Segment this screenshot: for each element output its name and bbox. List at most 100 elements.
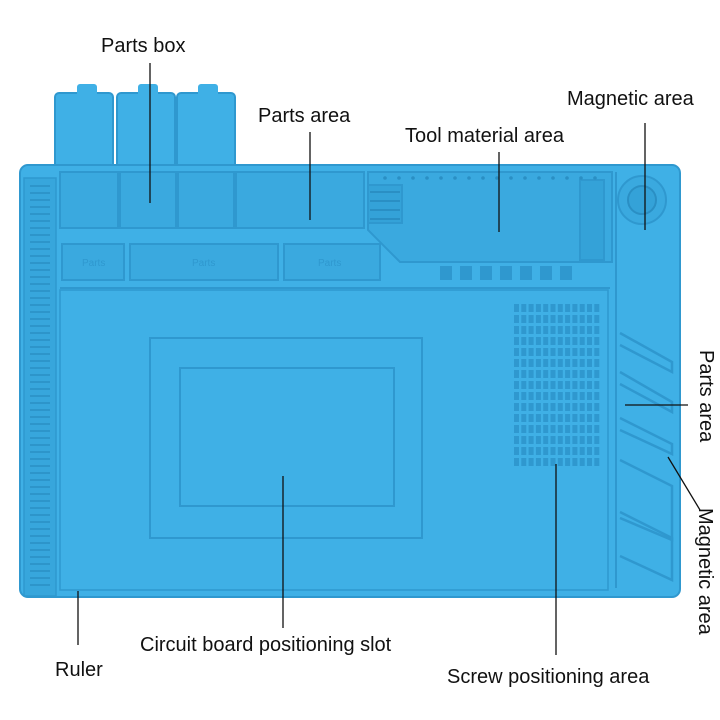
screw-cell xyxy=(550,414,556,422)
screw-cell xyxy=(535,392,541,400)
screw-cell xyxy=(550,359,556,367)
screw-cell xyxy=(572,337,578,345)
screw-cell xyxy=(514,348,519,356)
screw-cell xyxy=(579,414,585,422)
screw-cell xyxy=(587,436,592,444)
screw-cell xyxy=(543,304,549,312)
screw-cell xyxy=(557,315,563,323)
screw-cell xyxy=(543,425,549,433)
screw-cell xyxy=(550,447,556,455)
leader-lines xyxy=(77,63,701,655)
screw-cell xyxy=(565,337,571,345)
tool-peg-hole xyxy=(411,176,415,180)
screw-cell xyxy=(565,315,571,323)
tool-peg-hole xyxy=(551,176,555,180)
screw-cell xyxy=(565,447,571,455)
screw-cell xyxy=(550,304,556,312)
tool-peg-hole xyxy=(425,176,429,180)
tool-peg-hole xyxy=(565,176,569,180)
tool-peg-hole xyxy=(523,176,527,180)
label-parts-area-right: Parts area xyxy=(695,350,717,443)
screw-grid xyxy=(514,304,600,466)
screw-cell xyxy=(572,458,578,466)
screw-cell xyxy=(528,348,534,356)
screw-cell xyxy=(521,458,527,466)
screw-cell xyxy=(528,326,534,334)
screw-cell xyxy=(550,326,556,334)
ruler-strip xyxy=(23,177,57,597)
screw-cell xyxy=(521,315,527,323)
magnetic-cup xyxy=(617,175,667,225)
label-parts-area-top: Parts area xyxy=(258,105,351,127)
screw-cell xyxy=(579,315,585,323)
screw-cell xyxy=(587,337,592,345)
screw-cell xyxy=(521,392,527,400)
screw-cell xyxy=(550,337,556,345)
screw-cell xyxy=(579,337,585,345)
screw-cell xyxy=(514,436,519,444)
screw-cell xyxy=(550,348,556,356)
screw-cell xyxy=(572,425,578,433)
screw-cell xyxy=(572,447,578,455)
screw-cell xyxy=(528,458,534,466)
screw-cell xyxy=(550,315,556,323)
screw-cell xyxy=(587,414,592,422)
compartment-text-c: Parts xyxy=(318,258,341,269)
tool-slot xyxy=(520,266,532,280)
screw-cell xyxy=(572,436,578,444)
screw-cell xyxy=(543,315,549,323)
tool-peg-hole xyxy=(495,176,499,180)
compartment-text-b: Parts xyxy=(192,258,215,269)
screw-cell xyxy=(535,337,541,345)
screw-cell xyxy=(514,337,519,345)
screw-cell xyxy=(572,326,578,334)
screw-cell xyxy=(528,359,534,367)
screw-cell xyxy=(587,326,592,334)
screw-cell xyxy=(550,370,556,378)
screw-cell xyxy=(587,359,592,367)
screw-cell xyxy=(528,447,534,455)
screw-cell xyxy=(521,436,527,444)
tool-slot xyxy=(500,266,512,280)
screw-cell xyxy=(535,425,541,433)
screw-cell xyxy=(594,425,600,433)
screw-cell xyxy=(579,370,585,378)
screw-cell xyxy=(514,381,519,389)
screw-cell xyxy=(557,436,563,444)
screw-cell xyxy=(594,414,600,422)
screw-cell xyxy=(557,370,563,378)
screw-cell xyxy=(543,403,549,411)
screw-cell xyxy=(535,458,541,466)
screw-cell xyxy=(528,403,534,411)
tool-slot xyxy=(540,266,552,280)
screw-cell xyxy=(557,414,563,422)
screw-cell xyxy=(535,370,541,378)
screw-cell xyxy=(579,348,585,356)
lower-compartments xyxy=(61,243,381,281)
screw-cell xyxy=(521,337,527,345)
screw-cell xyxy=(557,359,563,367)
screw-cell xyxy=(543,359,549,367)
screw-cell xyxy=(521,381,527,389)
screw-cell xyxy=(514,447,519,455)
screw-cell xyxy=(587,370,592,378)
screw-cell xyxy=(528,315,534,323)
screw-cell xyxy=(594,315,600,323)
screw-cell xyxy=(572,381,578,389)
label-circuit-board-slot: Circuit board positioning slot xyxy=(140,634,392,656)
screw-cell xyxy=(565,370,571,378)
screw-cell xyxy=(587,381,592,389)
screw-cell xyxy=(579,403,585,411)
screw-cell xyxy=(557,326,563,334)
screw-cell xyxy=(543,392,549,400)
screw-cell xyxy=(587,403,592,411)
label-parts-box: Parts box xyxy=(101,35,186,57)
screw-cell xyxy=(543,414,549,422)
tool-material-tray xyxy=(367,171,613,263)
parts-box-trays xyxy=(54,84,236,169)
label-ruler: Ruler xyxy=(55,659,103,681)
screw-cell xyxy=(557,337,563,345)
screw-cell xyxy=(521,348,527,356)
screw-cell xyxy=(543,447,549,455)
